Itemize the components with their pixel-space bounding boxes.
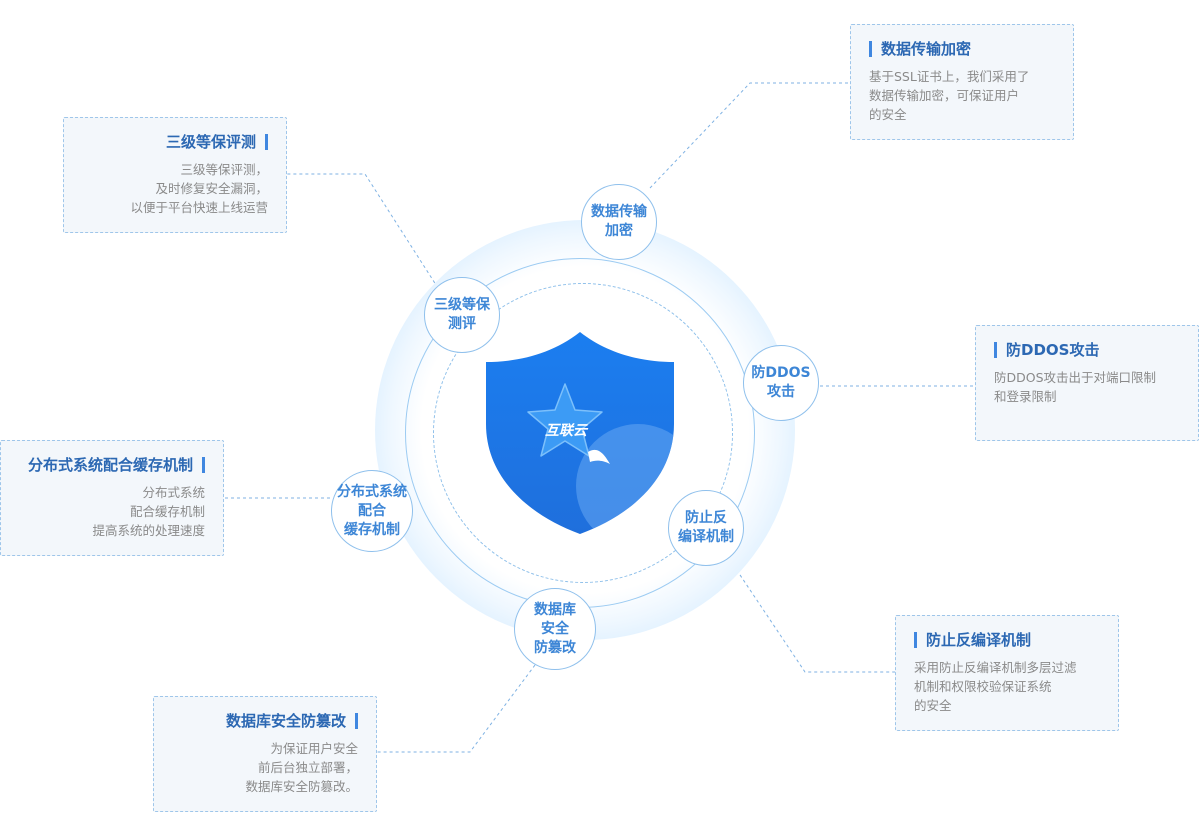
card-description: 分布式系统 配合缓存机制 提高系统的处理速度 <box>92 485 205 538</box>
card-data-encryption: 数据传输加密 基于SSL证书上，我们采用了 数据传输加密，可保证用户 的安全 <box>850 24 1074 140</box>
card-title: 防止反编译机制 <box>914 630 1100 650</box>
card-title: 数据传输加密 <box>869 39 1055 59</box>
connector-level3 <box>287 173 439 289</box>
node-anti-ddos[interactable]: 防DDOS 攻击 <box>743 345 819 421</box>
card-title: 数据库安全防篡改 <box>172 711 358 731</box>
node-anti-decompile[interactable]: 防止反 编译机制 <box>668 490 744 566</box>
node-level3-assessment[interactable]: 三级等保 测评 <box>424 277 500 353</box>
card-anti-ddos: 防DDOS攻击 防DDOS攻击出于对端口限制 和登录限制 <box>975 325 1199 441</box>
card-title: 防DDOS攻击 <box>994 340 1180 360</box>
card-level3-assessment: 三级等保评测 三级等保评测， 及时修复安全漏洞， 以便于平台快速上线运营 <box>63 117 287 233</box>
node-distributed-cache[interactable]: 分布式系统 配合 缓存机制 <box>331 470 413 552</box>
card-distributed-cache: 分布式系统配合缓存机制 分布式系统 配合缓存机制 提高系统的处理速度 <box>0 440 224 556</box>
card-title: 三级等保评测 <box>82 132 268 152</box>
card-description: 为保证用户安全 前后台独立部署， 数据库安全防篡改。 <box>245 741 358 794</box>
connector-encrypt <box>649 82 850 189</box>
connector-decompile <box>729 559 895 673</box>
connector-database <box>377 664 536 753</box>
card-description: 防DDOS攻击出于对端口限制 和登录限制 <box>994 370 1157 404</box>
node-database-security[interactable]: 数据库 安全 防篡改 <box>514 588 596 670</box>
card-database-security: 数据库安全防篡改 为保证用户安全 前后台独立部署， 数据库安全防篡改。 <box>153 696 377 812</box>
card-anti-decompile: 防止反编译机制 采用防止反编译机制多层过滤 机制和权限校验保证系统 的安全 <box>895 615 1119 731</box>
node-data-encryption[interactable]: 数据传输 加密 <box>581 184 657 260</box>
card-title: 分布式系统配合缓存机制 <box>19 455 205 475</box>
inner-dashed-ring <box>433 283 733 583</box>
card-description: 三级等保评测， 及时修复安全漏洞， 以便于平台快速上线运营 <box>130 162 268 215</box>
shield-icon: 互联云 <box>486 332 674 534</box>
card-description: 基于SSL证书上，我们采用了 数据传输加密，可保证用户 的安全 <box>869 69 1030 122</box>
logo-text: 互联云 <box>545 423 589 439</box>
card-description: 采用防止反编译机制多层过滤 机制和权限校验保证系统 的安全 <box>914 660 1077 713</box>
